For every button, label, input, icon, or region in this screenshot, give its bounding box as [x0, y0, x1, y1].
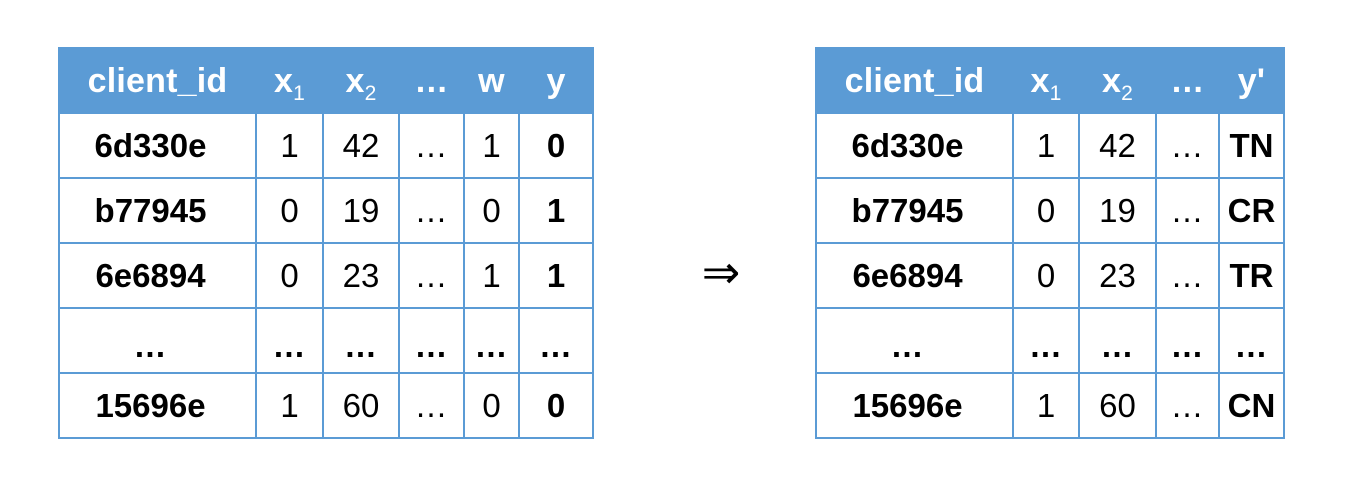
cell-ellipsis: … — [398, 372, 465, 439]
header-ellipsis: … — [398, 47, 465, 114]
cell-x2: 60 — [1078, 372, 1157, 439]
output-table-header-row: client_id x1 x2 … y' — [815, 47, 1285, 114]
cell-y-pred: TR — [1218, 242, 1285, 309]
cell-client-id: 15696e — [815, 372, 1014, 439]
cell-ellipsis: … — [1155, 112, 1220, 179]
cell-y: 1 — [518, 177, 594, 244]
cell-client-id: … — [815, 307, 1014, 374]
header-x1: x1 — [255, 47, 324, 114]
table-row: 6d330e 1 42 … TN — [815, 112, 1285, 179]
cell-client-id: b77945 — [58, 177, 257, 244]
header-x1-base: x — [273, 61, 294, 100]
cell-w: 0 — [463, 177, 520, 244]
cell-x1: … — [1012, 307, 1080, 374]
header-client-id: client_id — [815, 47, 1014, 114]
cell-x1: … — [255, 307, 324, 374]
cell-client-id: … — [58, 307, 257, 374]
cell-client-id: 6e6894 — [815, 242, 1014, 309]
cell-y: 0 — [518, 372, 594, 439]
cell-ellipsis: … — [1155, 177, 1220, 244]
cell-client-id: 6d330e — [815, 112, 1014, 179]
cell-client-id: b77945 — [815, 177, 1014, 244]
cell-ellipsis: … — [398, 307, 465, 374]
cell-x1: 1 — [255, 372, 324, 439]
cell-y: 1 — [518, 242, 594, 309]
cell-y-pred: CN — [1218, 372, 1285, 439]
cell-ellipsis: … — [398, 242, 465, 309]
cell-y: 0 — [518, 112, 594, 179]
cell-ellipsis: … — [398, 177, 465, 244]
cell-x1: 0 — [255, 242, 324, 309]
cell-x2: 42 — [322, 112, 400, 179]
cell-x2: 42 — [1078, 112, 1157, 179]
table-row: 6e6894 0 23 … 1 1 — [58, 242, 594, 309]
cell-y-pred: TN — [1218, 112, 1285, 179]
cell-w: 1 — [463, 112, 520, 179]
output-prediction-table: client_id x1 x2 … y' 6d330e 1 42 … TN b7… — [815, 47, 1285, 439]
table-row: 15696e 1 60 … 0 0 — [58, 372, 594, 439]
header-w: w — [463, 47, 520, 114]
table-row: 6e6894 0 23 … TR — [815, 242, 1285, 309]
header-x2-subscript: 2 — [364, 81, 377, 105]
table-row: 6d330e 1 42 … 1 0 — [58, 112, 594, 179]
header-x2: x2 — [1078, 47, 1157, 114]
header-x2-base: x — [1101, 61, 1122, 100]
cell-x2: 23 — [322, 242, 400, 309]
table-row-ellipsis: … … … … … — [815, 307, 1285, 374]
cell-x1: 1 — [255, 112, 324, 179]
cell-x2: … — [322, 307, 400, 374]
cell-ellipsis: … — [1155, 372, 1220, 439]
cell-client-id: 6e6894 — [58, 242, 257, 309]
header-x2: x2 — [322, 47, 400, 114]
cell-x2: 60 — [322, 372, 400, 439]
cell-ellipsis: … — [1155, 307, 1220, 374]
input-feature-table: client_id x1 x2 … w y 6d330e 1 42 … 1 0 … — [58, 47, 594, 439]
cell-y: … — [518, 307, 594, 374]
header-client-id: client_id — [58, 47, 257, 114]
table-row-ellipsis: … … … … … … — [58, 307, 594, 374]
cell-w: … — [463, 307, 520, 374]
cell-y-pred: … — [1218, 307, 1285, 374]
cell-x2: … — [1078, 307, 1157, 374]
cell-y-pred: CR — [1218, 177, 1285, 244]
cell-w: 0 — [463, 372, 520, 439]
header-x1-subscript: 1 — [1049, 81, 1062, 105]
input-table-header-row: client_id x1 x2 … w y — [58, 47, 594, 114]
table-row: 15696e 1 60 … CN — [815, 372, 1285, 439]
cell-client-id: 15696e — [58, 372, 257, 439]
cell-ellipsis: … — [1155, 242, 1220, 309]
header-y-pred: y' — [1218, 47, 1285, 114]
cell-x1: 0 — [1012, 242, 1080, 309]
header-x1: x1 — [1012, 47, 1080, 114]
header-x2-base: x — [345, 61, 365, 100]
header-x1-subscript: 1 — [293, 81, 306, 105]
table-row: b77945 0 19 … 0 1 — [58, 177, 594, 244]
table-row: b77945 0 19 … CR — [815, 177, 1285, 244]
double-arrow-right-icon: ⇒ — [701, 245, 741, 299]
header-y: y — [518, 47, 594, 114]
header-x2-subscript: 2 — [1121, 81, 1134, 105]
cell-ellipsis: … — [398, 112, 465, 179]
cell-w: 1 — [463, 242, 520, 309]
cell-x1: 1 — [1012, 112, 1080, 179]
header-ellipsis: … — [1155, 47, 1220, 114]
cell-client-id: 6d330e — [58, 112, 257, 179]
cell-x1: 0 — [255, 177, 324, 244]
cell-x1: 1 — [1012, 372, 1080, 439]
cell-x2: 19 — [1078, 177, 1157, 244]
cell-x1: 0 — [1012, 177, 1080, 244]
header-x1-base: x — [1030, 61, 1050, 100]
cell-x2: 23 — [1078, 242, 1157, 309]
cell-x2: 19 — [322, 177, 400, 244]
